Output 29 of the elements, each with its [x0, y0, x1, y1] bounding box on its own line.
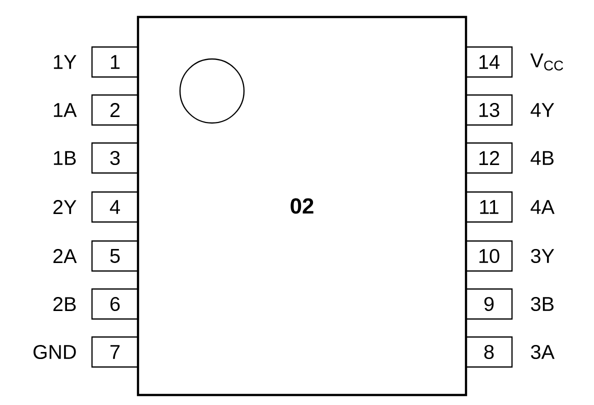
pin-label: 2B: [53, 297, 76, 311]
pin-box: 6: [91, 288, 139, 320]
pin-label: V$_{CC}$: [530, 54, 564, 70]
pin-label: 3B: [530, 296, 554, 312]
pin-label: GND: [34, 344, 76, 360]
pin-box: 2: [91, 94, 139, 126]
pin-label: 1Y: [54, 55, 76, 69]
pin-box: 7: [91, 336, 139, 368]
chip-body: 02: [136, 16, 468, 396]
pin-label: 3A: [530, 344, 555, 360]
pin-label: 1A: [54, 103, 77, 117]
pin-box: 4: [91, 191, 139, 223]
pin-label: 2Y: [53, 200, 76, 214]
pin-label: 4Y: [530, 103, 554, 117]
pin-box: 9: [465, 288, 513, 320]
pin-box: 14: [465, 46, 513, 78]
pin-box: 11: [465, 191, 513, 223]
pin-box: 10: [465, 240, 513, 272]
pin-box: 13: [465, 94, 513, 126]
pin-box: 1: [91, 46, 139, 78]
pin-label: 2A: [53, 249, 77, 263]
pin-box: 8: [465, 336, 513, 368]
pin-label: 1B: [54, 151, 76, 165]
pin-box: 3: [91, 142, 139, 174]
pin-box: 12: [465, 142, 513, 174]
pin-label: 4B: [530, 151, 554, 165]
pin-label: 4A: [530, 200, 555, 214]
pin-label: 3Y: [530, 248, 554, 264]
pin-box: 5: [91, 240, 139, 272]
